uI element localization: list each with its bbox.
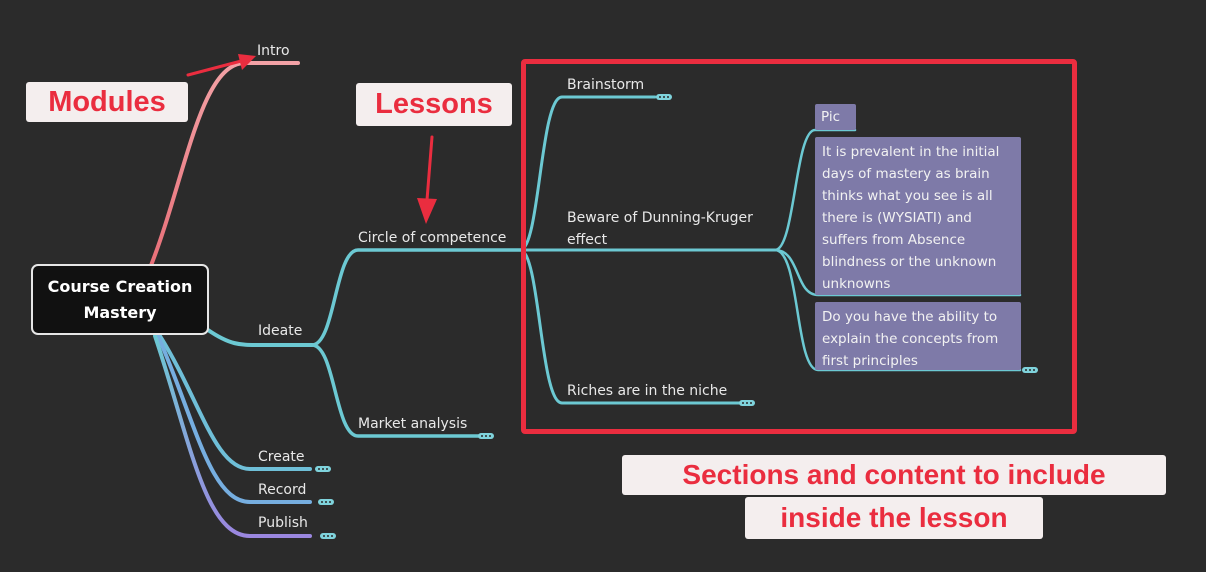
module-record[interactable]: Record: [258, 482, 307, 498]
card-prevalent-line: there is (WYSIATI) and: [822, 210, 972, 226]
arrow-lessons-line: [425, 135, 434, 202]
expand-riches-button[interactable]: [739, 400, 755, 406]
root-line-1: Course Creation: [47, 276, 193, 296]
section-brainstorm[interactable]: Brainstorm: [567, 77, 645, 93]
expand-explain-button[interactable]: [1022, 367, 1038, 373]
card-explain[interactable]: Do you have the ability to explain the c…: [815, 302, 1021, 370]
callout-modules: Modules: [26, 82, 188, 122]
arrow-modules-head: [238, 54, 256, 70]
expand-market-button[interactable]: [478, 433, 494, 439]
module-publish[interactable]: Publish: [258, 515, 308, 531]
card-prevalent-line: suffers from Absence: [822, 232, 966, 248]
card-prevalent-line: It is prevalent in the initial: [822, 144, 1000, 160]
callout-sections-line-1: Sections and content to include: [622, 455, 1166, 495]
arrow-modules-line: [186, 58, 247, 77]
sections-highlight-box: [521, 59, 1077, 434]
section-dunning-kruger[interactable]: Beware of Dunning-Kruger effect: [567, 207, 753, 251]
expand-create-button[interactable]: [315, 466, 331, 472]
arrow-lessons-head: [417, 198, 437, 224]
card-prevalent-line: blindness or the unknown: [822, 254, 997, 270]
card-pic[interactable]: Pic: [815, 104, 856, 130]
branch-publish: [153, 334, 312, 538]
branch-market: [310, 343, 482, 438]
section-dunning-line-2: effect: [567, 232, 608, 248]
branch-intro: [148, 61, 300, 270]
lesson-market-analysis[interactable]: Market analysis: [358, 416, 468, 432]
branch-create: [158, 334, 312, 471]
root-line-2: Mastery: [83, 302, 157, 322]
branch-pic: [773, 128, 857, 252]
callout-lessons: Lessons: [356, 83, 512, 126]
card-prevalent[interactable]: It is prevalent in the initial days of m…: [815, 137, 1021, 295]
expand-record-button[interactable]: [318, 499, 334, 505]
card-prevalent-line: unknowns: [822, 276, 891, 292]
branch-ideate: [206, 328, 314, 347]
card-explain-line: explain the concepts from: [822, 331, 999, 347]
expand-brainstorm-button[interactable]: [656, 94, 672, 100]
card-explain-line: Do you have the ability to: [822, 309, 998, 325]
expand-publish-button[interactable]: [320, 533, 336, 539]
callout-sections-line-2: inside the lesson: [745, 497, 1043, 539]
card-explain-line: first principles: [822, 353, 918, 369]
card-prevalent-line: days of mastery as brain: [822, 166, 990, 182]
section-riches[interactable]: Riches are in the niche: [567, 383, 728, 399]
lesson-circle-of-competence[interactable]: Circle of competence: [358, 230, 507, 246]
card-prevalent-line: thinks what you see is all: [822, 188, 993, 204]
branch-riches: [518, 248, 742, 405]
branch-brainstorm: [518, 95, 657, 252]
branch-explain: [773, 248, 1022, 372]
module-ideate[interactable]: Ideate: [258, 323, 303, 339]
section-dunning-line-1: Beware of Dunning-Kruger: [567, 210, 753, 226]
branch-circle: [310, 248, 522, 347]
module-create[interactable]: Create: [258, 449, 305, 465]
branch-record: [156, 334, 312, 504]
module-intro[interactable]: Intro: [257, 43, 290, 59]
